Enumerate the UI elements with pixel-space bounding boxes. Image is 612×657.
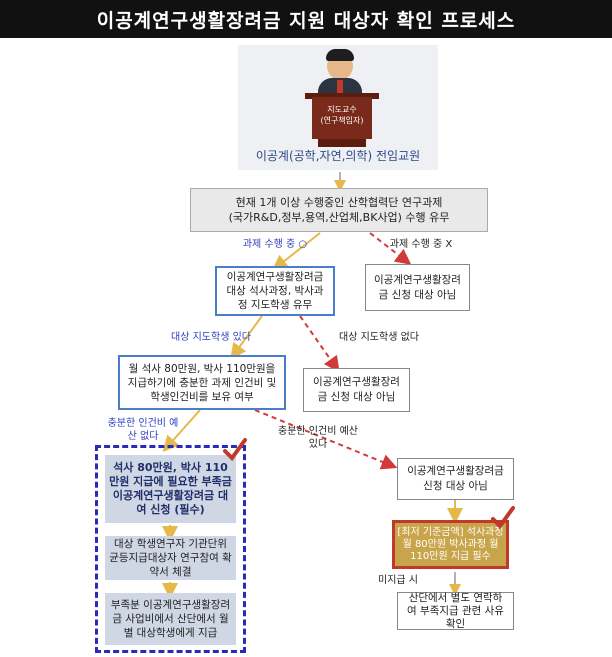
step-2: 대상 학생연구자 기관단위 균등지급대상자 연구참여 확약서 체결 bbox=[105, 536, 236, 580]
node-q1-line2: (국가R&D,정부,용역,산업체,BK사업) 수행 유무 bbox=[228, 211, 450, 224]
podium-label: 지도교수 bbox=[327, 105, 357, 114]
node-min-pay: [최저 기준금액] 석사과정 월 80만원 박사과정 월110만원 지급 필수 bbox=[392, 520, 509, 569]
arrow-no-student bbox=[299, 315, 340, 373]
podium-base-icon bbox=[318, 139, 366, 147]
arrow-doing bbox=[271, 232, 321, 271]
arrow-enough-right bbox=[254, 409, 398, 470]
application-steps-frame bbox=[95, 445, 246, 653]
node-q3-budget: 월 석사 80만원, 박사 110만원을 지급하기에 충분한 과제 인건비 및 … bbox=[118, 355, 286, 410]
node-not-eligible-3: 이공계연구생활장려금 신청 대상 아님 bbox=[397, 458, 514, 500]
label-has-student: 대상 지도학생 있다 bbox=[171, 332, 251, 343]
label-enough-right: 충분한 인건비 예산 있다 bbox=[278, 426, 358, 450]
arrow-has-student bbox=[230, 315, 263, 360]
page-title: 이공계연구생활장려금 지원 대상자 확인 프로세스 bbox=[0, 0, 612, 38]
label-doing: 과제 수행 중 ○ bbox=[242, 239, 308, 250]
podium-sublabel: (연구책임자) bbox=[320, 116, 364, 125]
podium: 지도교수 (연구책임자) bbox=[312, 97, 372, 139]
label-enough-left: 충분한 인건비 예산 없다 bbox=[107, 418, 179, 442]
step-1: 석사 80만원, 박사 110만원 지급에 필요한 부족금 이공계연구생활장려금… bbox=[105, 455, 236, 523]
arrow-not-doing bbox=[369, 232, 412, 265]
podium-top-icon bbox=[305, 93, 379, 99]
checkmark-icon bbox=[223, 438, 247, 462]
node-q1-project: 현재 1개 이상 수행중인 산학협력단 연구과제 (국가R&D,정부,용역,산업… bbox=[190, 188, 488, 232]
label-unpaid: 미지급 시 bbox=[378, 575, 418, 586]
node-q1-line1: 현재 1개 이상 수행중인 산학협력단 연구과제 bbox=[235, 196, 443, 209]
node-q2-student: 이공계연구생활장려금 대상 석사과정, 박사과정 지도학생 유무 bbox=[215, 266, 335, 316]
arrow-enough-left bbox=[162, 409, 201, 452]
checkmark-icon bbox=[491, 506, 515, 530]
hero-caption: 이공계(공학,자연,의학) 전임교원 bbox=[255, 148, 421, 163]
professor-hair-icon bbox=[326, 49, 354, 61]
professor-tie-icon bbox=[337, 80, 343, 94]
label-not-doing: 과제 수행 중 X bbox=[389, 239, 453, 250]
label-no-student: 대상 지도학생 없다 bbox=[339, 332, 419, 343]
node-not-eligible-2: 이공계연구생활장려금 신청 대상 아님 bbox=[303, 368, 410, 412]
node-not-eligible-1: 이공계연구생활장려금 신청 대상 아님 bbox=[365, 264, 470, 311]
node-confirm-reason: 산단에서 별도 연락하여 부족지급 관련 사유 확인 bbox=[397, 592, 514, 630]
step-3: 부족분 이공계연구생활장려금 사업비에서 산단에서 월별 대상학생에게 지급 bbox=[105, 593, 236, 645]
